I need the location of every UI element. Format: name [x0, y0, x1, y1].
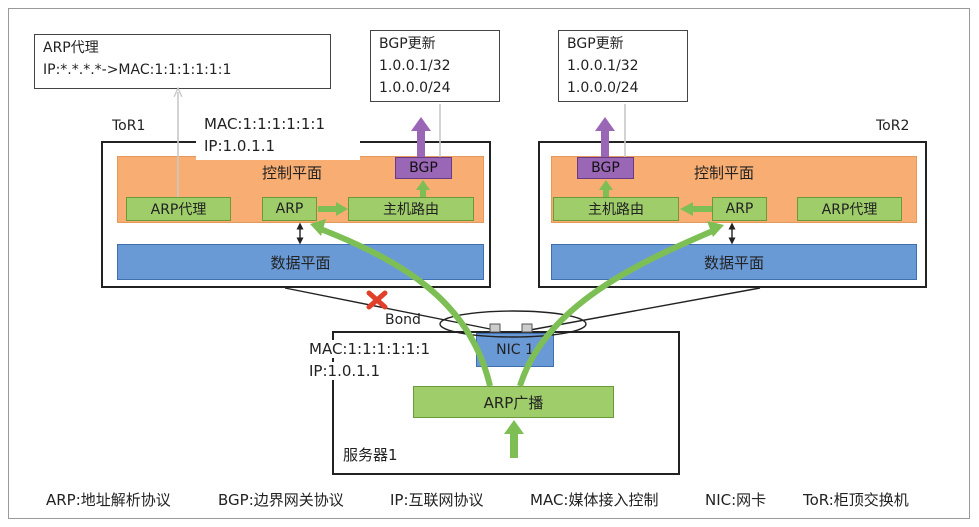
bgp-note-left-title: BGP更新: [379, 36, 436, 52]
tor2-arp-to-hostroute-arrow: [680, 202, 712, 216]
bgp-note-right-route2: 1.0.0.0/24: [567, 80, 639, 96]
tor1-mac: MAC:1:1:1:1:1:1: [204, 115, 325, 133]
tor2-to-nic-link: [529, 287, 761, 331]
arp-broadcast-box: ARP广播: [413, 386, 614, 418]
legend-mac: MAC:媒体接入控制: [530, 491, 659, 509]
tor1-host-route: 主机路由: [348, 197, 474, 221]
diagram-frame: [8, 8, 970, 519]
bgp-note-left-route1: 1.0.0.1/32: [379, 58, 451, 74]
bgp-right-up-arrow: [595, 117, 615, 157]
bgp-left-up-arrow: [411, 117, 431, 157]
arp-flow-to-tor2-arrowhead: [707, 221, 724, 237]
tor1-arp-to-hostroute-arrow: [318, 202, 348, 216]
server-label: 服务器1: [343, 446, 398, 464]
tor2-data-plane: 数据平面: [551, 244, 917, 280]
arp-proxy-note: ARP代理 IP:*.*.*.*->MAC:1:1:1:1:1:1: [34, 34, 331, 89]
nic-port-left: [489, 323, 501, 333]
tor1-address-label: [196, 113, 360, 160]
tor1-label: ToR1: [112, 118, 146, 134]
arp-flow-to-tor1-arrowhead: [310, 219, 326, 236]
tor2-hostroute-to-bgp-arrow: [599, 180, 613, 197]
tor2-arp: ARP: [712, 197, 767, 221]
incoming-arp-arrow: [504, 420, 524, 458]
tor2-label: ToR2: [876, 118, 910, 134]
arp-proxy-note-line2: IP:*.*.*.*->MAC:1:1:1:1:1:1: [43, 62, 232, 78]
server-mac: MAC:1:1:1:1:1:1: [309, 340, 434, 358]
tor2-arp-proxy: ARP代理: [797, 197, 902, 221]
tor2-host-route: 主机路由: [553, 197, 679, 221]
tor2-bgp: BGP: [577, 157, 634, 179]
server-ip: IP:1.0.1.1: [309, 362, 385, 380]
bond-label: Bond: [385, 312, 421, 328]
legend-arp: ARP:地址解析协议: [46, 491, 171, 509]
bgp-note-left-route2: 1.0.0.0/24: [379, 80, 451, 96]
tor1-control-plane-label: 控制平面: [262, 164, 323, 182]
bgp-note-right-route1: 1.0.0.1/32: [567, 58, 639, 74]
arp-proxy-note-line1: ARP代理: [43, 40, 99, 56]
arp-flow-to-tor2-arrow: [517, 227, 717, 387]
tor1-arp: ARP: [262, 197, 317, 221]
legend-ip: IP:互联网协议: [390, 491, 484, 509]
legend-tor: ToR:柜顶交换机: [803, 491, 909, 509]
bgp-note-right-title: BGP更新: [567, 36, 624, 52]
arp-flow-to-tor1-arrow: [316, 225, 493, 387]
bond-ellipse: [439, 310, 587, 338]
legend-nic: NIC:网卡: [705, 491, 767, 509]
server-nic: NIC 1: [476, 333, 554, 367]
tor1-bgp: BGP: [395, 157, 452, 179]
tor1-hostroute-to-bgp-arrow: [416, 180, 430, 197]
tor1-ip: IP:1.0.1.1: [204, 137, 276, 155]
nic-port-right: [521, 323, 533, 333]
link-fail-mark: [366, 290, 388, 310]
bgp-note-right: BGP更新 1.0.0.1/32 1.0.0.0/24: [558, 30, 688, 102]
tor2-control-plane-label: 控制平面: [694, 164, 755, 182]
tor1-data-plane: 数据平面: [117, 244, 484, 280]
tor1-arp-proxy: ARP代理: [126, 197, 231, 221]
bgp-note-left: BGP更新 1.0.0.1/32 1.0.0.0/24: [370, 30, 500, 102]
legend-bgp: BGP:边界网关协议: [218, 491, 344, 509]
